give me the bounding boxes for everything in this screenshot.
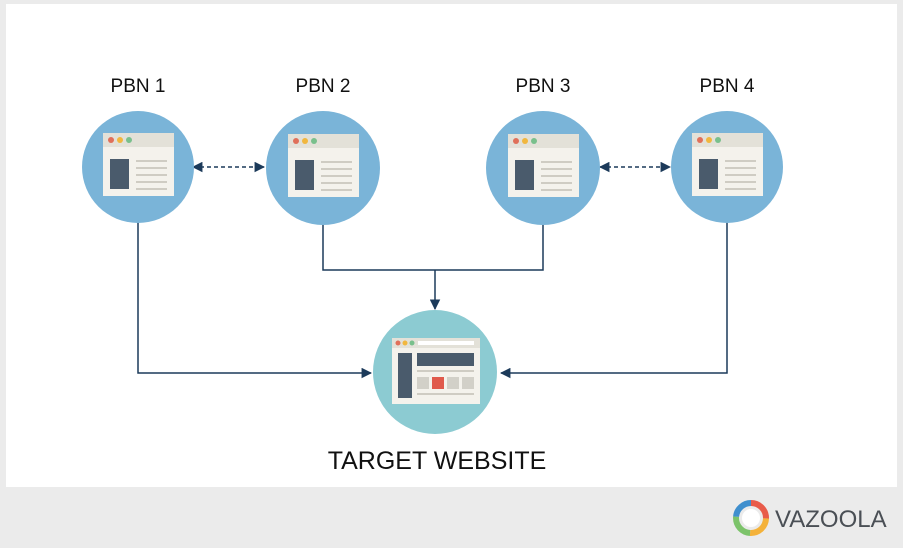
node-label-pbn-2: PBN 2 (296, 76, 351, 97)
edge-pbn-3-target (435, 224, 544, 271)
pbn-diagram: PBN 1 PBN 2 (82, 76, 783, 475)
brand-name: VAZOOLA (775, 506, 887, 533)
edge-pbn-4-target (499, 222, 728, 379)
node-pbn-3: PBN 3 (486, 76, 600, 225)
browser-window-icon (508, 134, 579, 197)
diagram-canvas: PBN 1 PBN 2 (6, 4, 897, 487)
brand-area: VAZOOLA (733, 500, 887, 536)
edge-pbn-1-target (137, 222, 373, 379)
node-label-pbn-1: PBN 1 (111, 76, 166, 97)
target-browser-icon (392, 338, 480, 404)
edge-pbn-2-target (322, 224, 435, 271)
browser-window-icon (288, 134, 359, 197)
node-label-pbn-4: PBN 4 (700, 76, 755, 97)
vazoola-logo-icon (733, 500, 769, 536)
node-pbn-2: PBN 2 (266, 76, 380, 225)
footer-bar: VAZOOLA (0, 487, 903, 548)
browser-window-icon (103, 133, 174, 196)
node-target-website: TARGET WEBSITE (328, 310, 547, 475)
node-pbn-4: PBN 4 (671, 76, 783, 223)
node-label-pbn-3: PBN 3 (516, 76, 571, 97)
node-pbn-1: PBN 1 (82, 76, 194, 223)
target-label: TARGET WEBSITE (328, 447, 547, 475)
browser-window-icon (692, 133, 763, 196)
